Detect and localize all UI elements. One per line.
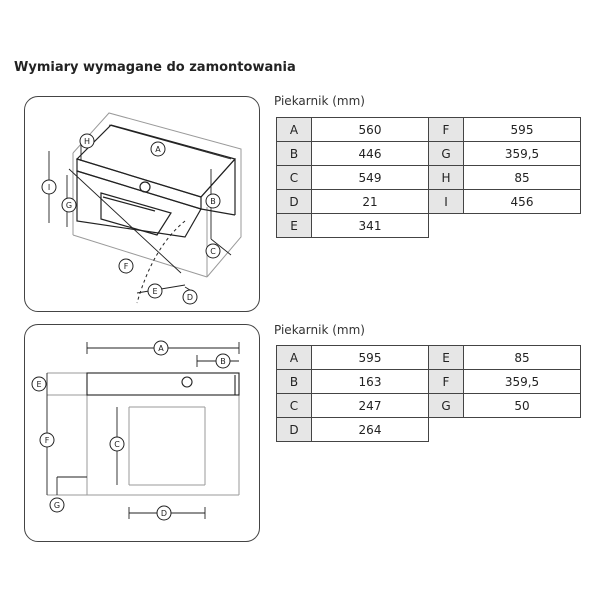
dim-key: E xyxy=(428,345,464,370)
dim-value: 163 xyxy=(311,369,429,394)
table-row: D 21 I 456 xyxy=(276,189,581,214)
diagram1-dimension-table: A 560 F 595 B 446 G 359,5 C 549 H 85 D 2… xyxy=(276,117,581,238)
table-row: C 247 G 50 xyxy=(276,393,581,418)
dim-value: 549 xyxy=(311,165,429,190)
dim-key: I xyxy=(428,189,464,214)
diagram2-caption: Piekarnik (mm) xyxy=(274,323,365,337)
table-row: B 163 F 359,5 xyxy=(276,369,581,394)
diagram1-oven-drawing: A B C D E F G H I xyxy=(41,112,242,305)
dim-value: 264 xyxy=(311,417,429,442)
empty-cell xyxy=(464,418,581,442)
dim-value: 595 xyxy=(463,117,581,142)
diagram1-label-f: F xyxy=(124,262,129,271)
diagram1-label-i: I xyxy=(48,183,50,192)
diagram2-label-c: C xyxy=(114,440,120,449)
empty-cell xyxy=(429,214,464,238)
dim-value: 560 xyxy=(311,117,429,142)
diagram2-label-g: G xyxy=(54,501,60,510)
table-row: A 560 F 595 xyxy=(276,117,581,142)
empty-cell xyxy=(429,418,464,442)
diagram2-oven-drawing: A B C D E F G xyxy=(31,340,240,521)
dim-value: 21 xyxy=(311,189,429,214)
table-row: E 341 xyxy=(276,213,581,238)
dim-key: E xyxy=(276,213,312,238)
diagram1-caption: Piekarnik (mm) xyxy=(274,94,365,108)
dim-key: F xyxy=(428,369,464,394)
dim-key: B xyxy=(276,141,312,166)
dim-value: 247 xyxy=(311,393,429,418)
dim-key: C xyxy=(276,165,312,190)
dim-key: D xyxy=(276,189,312,214)
dim-value: 456 xyxy=(463,189,581,214)
dim-value: 359,5 xyxy=(463,369,581,394)
diagram2-label-f: F xyxy=(45,436,50,445)
dim-value: 446 xyxy=(311,141,429,166)
dim-key: C xyxy=(276,393,312,418)
dim-value: 595 xyxy=(311,345,429,370)
dim-value: 85 xyxy=(463,165,581,190)
table-row: A 595 E 85 xyxy=(276,345,581,370)
diagram2-panel: A B C D E F G xyxy=(24,324,260,542)
dim-key: H xyxy=(428,165,464,190)
dim-key: G xyxy=(428,393,464,418)
diagram2-dimension-table: A 595 E 85 B 163 F 359,5 C 247 G 50 D 26… xyxy=(276,345,581,442)
diagram2-label-d: D xyxy=(161,509,167,518)
diagram2-label-a: A xyxy=(158,344,164,353)
dim-key: D xyxy=(276,417,312,442)
diagram1-label-b: B xyxy=(210,197,216,206)
dim-value: 85 xyxy=(463,345,581,370)
page-title: Wymiary wymagane do zamontowania xyxy=(14,60,296,75)
diagram1-label-a: A xyxy=(155,145,161,154)
table-row: C 549 H 85 xyxy=(276,165,581,190)
dim-key: B xyxy=(276,369,312,394)
dim-key: A xyxy=(276,345,312,370)
table-row: B 446 G 359,5 xyxy=(276,141,581,166)
dim-key: A xyxy=(276,117,312,142)
diagram1-label-d: D xyxy=(187,293,193,302)
dim-value: 50 xyxy=(463,393,581,418)
diagram2-label-b: B xyxy=(220,357,226,366)
dim-key: F xyxy=(428,117,464,142)
diagram1-label-c: C xyxy=(210,247,216,256)
dim-key: G xyxy=(428,141,464,166)
dim-value: 359,5 xyxy=(463,141,581,166)
diagram1-label-h: H xyxy=(84,137,90,146)
empty-cell xyxy=(464,214,581,238)
diagram1-label-g: G xyxy=(66,201,72,210)
diagram1-panel: A B C D E F G H I xyxy=(24,96,260,312)
table-row: D 264 xyxy=(276,417,581,442)
dim-value: 341 xyxy=(311,213,429,238)
diagram1-label-e: E xyxy=(152,287,157,296)
diagram2-label-e: E xyxy=(36,380,41,389)
